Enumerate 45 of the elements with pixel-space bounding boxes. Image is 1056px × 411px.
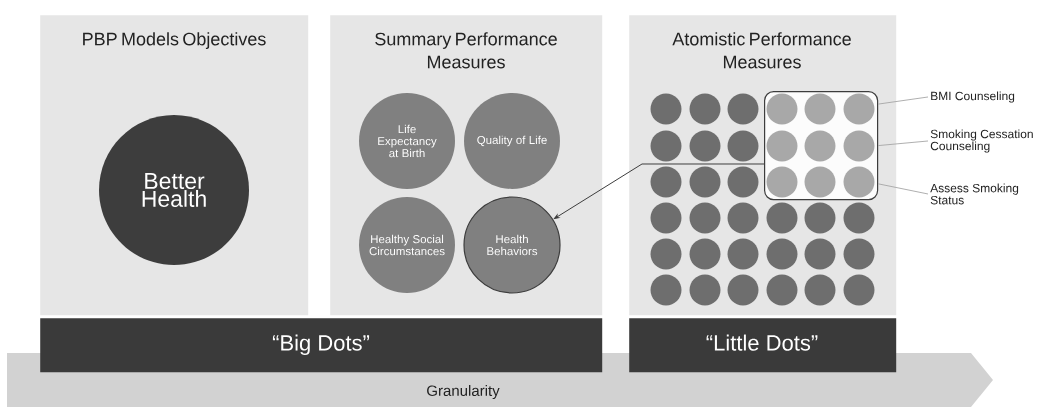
dot — [804, 93, 836, 125]
dot — [727, 202, 759, 234]
dot — [689, 166, 721, 198]
dot — [650, 166, 682, 198]
dot — [843, 238, 875, 270]
dot — [843, 93, 875, 125]
dot — [804, 166, 836, 198]
dot — [766, 166, 798, 198]
label-bar: “Big Dots” — [40, 318, 603, 373]
dot — [843, 166, 875, 198]
dot — [727, 274, 759, 306]
dot — [804, 130, 836, 162]
leader-line — [877, 96, 929, 105]
dot — [766, 274, 798, 306]
dot — [843, 130, 875, 162]
dot — [766, 93, 798, 125]
label-bar: “Little Dots” — [629, 318, 897, 373]
dot — [727, 166, 759, 198]
callout-label: Assess Smoking Status — [930, 183, 1019, 205]
arrow — [553, 163, 765, 220]
dot — [650, 274, 682, 306]
dot — [689, 202, 721, 234]
dot — [689, 130, 721, 162]
dot — [650, 93, 682, 125]
leader-line — [877, 140, 929, 147]
dot — [804, 202, 836, 234]
dot — [804, 238, 836, 270]
dot — [650, 202, 682, 234]
dot — [727, 130, 759, 162]
dot — [843, 274, 875, 306]
dot — [689, 238, 721, 270]
dot — [843, 202, 875, 234]
leader-line — [877, 183, 929, 195]
dot — [650, 238, 682, 270]
dot — [766, 202, 798, 234]
callout-label: Smoking Cessation Counseling — [930, 129, 1033, 153]
dot — [727, 238, 759, 270]
dot — [804, 274, 836, 306]
dot — [650, 130, 682, 162]
dot — [766, 130, 798, 162]
dot — [727, 93, 759, 125]
dot — [689, 274, 721, 306]
dot — [766, 238, 798, 270]
callout-label: BMI Counseling — [931, 91, 1015, 103]
dot — [689, 93, 721, 125]
